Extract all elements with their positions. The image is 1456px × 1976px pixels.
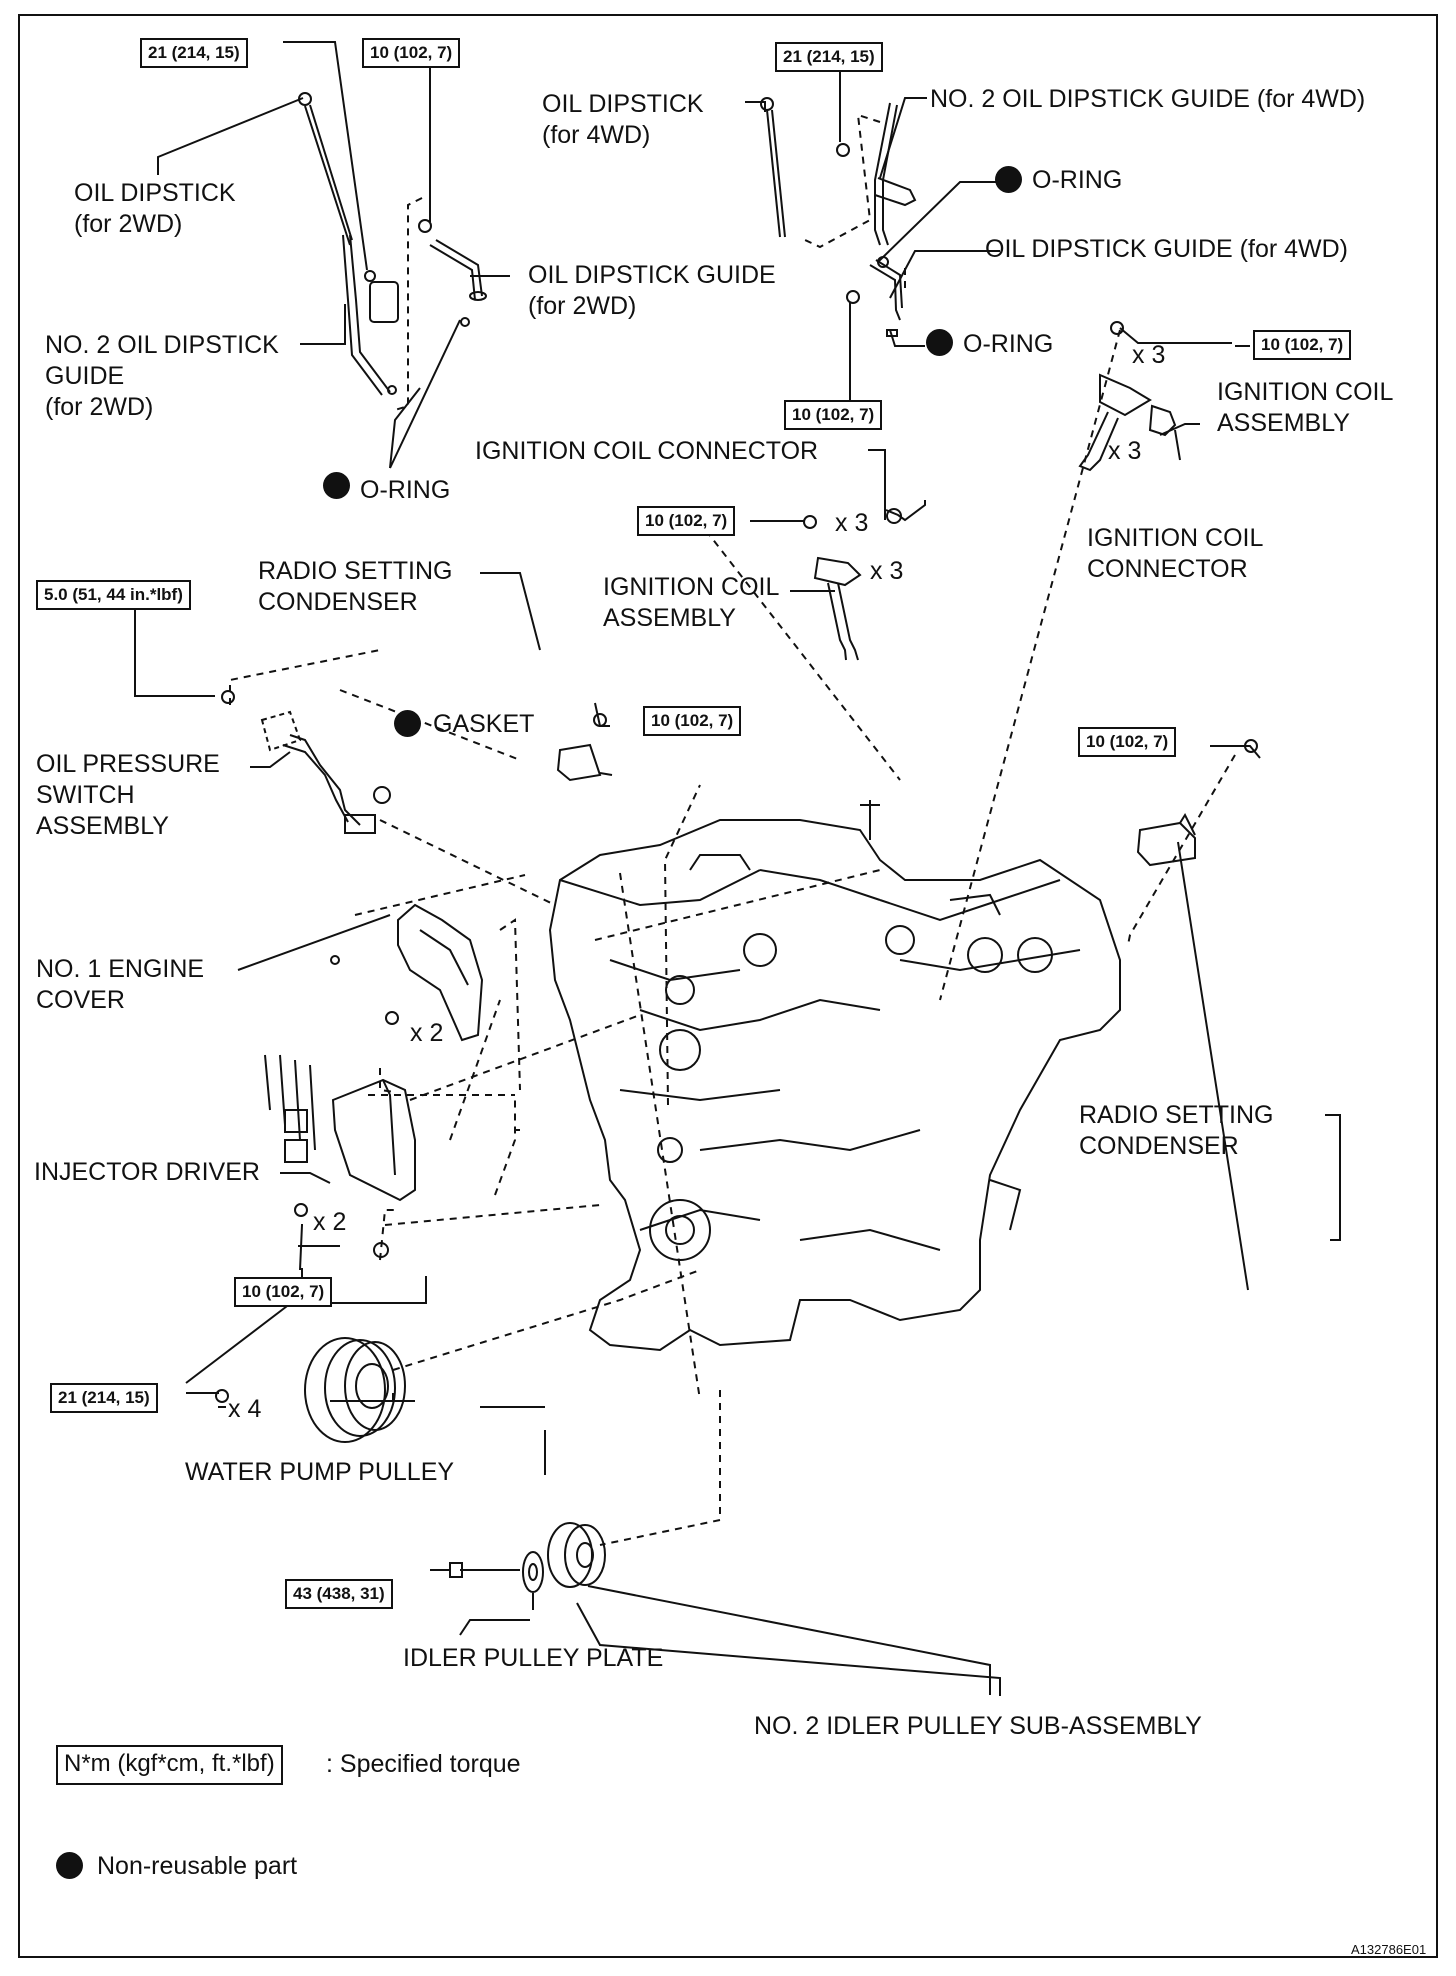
quantity-label: x 3 bbox=[1108, 437, 1142, 465]
quantity-label: x 3 bbox=[835, 509, 869, 537]
label-oring-2: O-RING bbox=[1032, 166, 1123, 194]
torque-box: 21 (214, 15) bbox=[140, 38, 248, 68]
nonreusable-dot bbox=[926, 329, 953, 356]
figure-id: A132786E01 bbox=[1351, 1942, 1427, 1957]
label-oring-3: O-RING bbox=[963, 330, 1054, 358]
label-oil-dipstick-guide-4wd: OIL DIPSTICK GUIDE (for 4WD) bbox=[985, 235, 1349, 263]
label-oring-1: O-RING bbox=[360, 476, 451, 504]
nonreusable-dot bbox=[56, 1852, 83, 1879]
nonreusable-dot bbox=[995, 166, 1022, 193]
label-gasket: GASKET bbox=[433, 710, 535, 738]
label-ignition-coil-assembly-c: IGNITION COIL ASSEMBLY bbox=[603, 573, 780, 632]
torque-box: 10 (102, 7) bbox=[643, 706, 742, 736]
torque-box: 5.0 (51, 44 in.*lbf) bbox=[36, 580, 191, 610]
label-injector-driver: INJECTOR DRIVER bbox=[34, 1158, 260, 1186]
torque-box: 10 (102, 7) bbox=[1253, 330, 1352, 360]
torque-box: 10 (102, 7) bbox=[637, 506, 736, 536]
torque-box: 10 (102, 7) bbox=[784, 400, 883, 430]
label-oil-dipstick-4wd: OIL DIPSTICK (for 4WD) bbox=[542, 90, 704, 149]
label-radio-condenser-r: RADIO SETTING CONDENSER bbox=[1079, 1101, 1274, 1160]
label-oil-dipstick-guide-2wd: OIL DIPSTICK GUIDE (for 2WD) bbox=[528, 261, 776, 320]
label-no2-guide-2wd: NO. 2 OIL DIPSTICK GUIDE (for 2WD) bbox=[45, 331, 279, 421]
label-water-pump-pulley: WATER PUMP PULLEY bbox=[185, 1458, 455, 1486]
label-ignition-coil-connector-top: IGNITION COIL CONNECTOR bbox=[475, 437, 819, 465]
label-ignition-coil-assembly-r: IGNITION COIL ASSEMBLY bbox=[1217, 378, 1394, 437]
torque-box: 21 (214, 15) bbox=[50, 1383, 158, 1413]
label-no2-idler-pulley: NO. 2 IDLER PULLEY SUB-ASSEMBLY bbox=[754, 1712, 1202, 1740]
quantity-label: x 2 bbox=[410, 1019, 444, 1047]
quantity-label: x 3 bbox=[1132, 341, 1166, 369]
legend-nonreusable-desc: Non-reusable part bbox=[97, 1852, 298, 1880]
legend-torque-unit: N*m (kgf*cm, ft.*lbf) bbox=[56, 1745, 283, 1785]
label-idler-pulley-plate: IDLER PULLEY PLATE bbox=[403, 1644, 664, 1672]
legend-torque-desc: : Specified torque bbox=[326, 1750, 521, 1778]
label-ignition-coil-connector-r: IGNITION COIL CONNECTOR bbox=[1087, 524, 1264, 583]
diagram-frame bbox=[18, 14, 1438, 1958]
quantity-label: x 2 bbox=[313, 1208, 347, 1236]
nonreusable-dot bbox=[394, 710, 421, 737]
label-radio-condenser-top: RADIO SETTING CONDENSER bbox=[258, 557, 453, 616]
quantity-label: x 3 bbox=[870, 557, 904, 585]
label-oil-pressure-switch: OIL PRESSURE SWITCH ASSEMBLY bbox=[36, 750, 220, 840]
quantity-label: x 4 bbox=[228, 1395, 262, 1423]
torque-box: 10 (102, 7) bbox=[1078, 727, 1177, 757]
torque-box: 10 (102, 7) bbox=[362, 38, 461, 68]
torque-box: 10 (102, 7) bbox=[234, 1277, 333, 1307]
label-no2-guide-4wd: NO. 2 OIL DIPSTICK GUIDE (for 4WD) bbox=[930, 85, 1366, 113]
label-engine-cover: NO. 1 ENGINE COVER bbox=[36, 955, 205, 1014]
torque-box: 43 (438, 31) bbox=[285, 1579, 393, 1609]
label-oil-dipstick-2wd: OIL DIPSTICK (for 2WD) bbox=[74, 179, 236, 238]
nonreusable-dot bbox=[323, 472, 350, 499]
torque-box: 21 (214, 15) bbox=[775, 42, 883, 72]
